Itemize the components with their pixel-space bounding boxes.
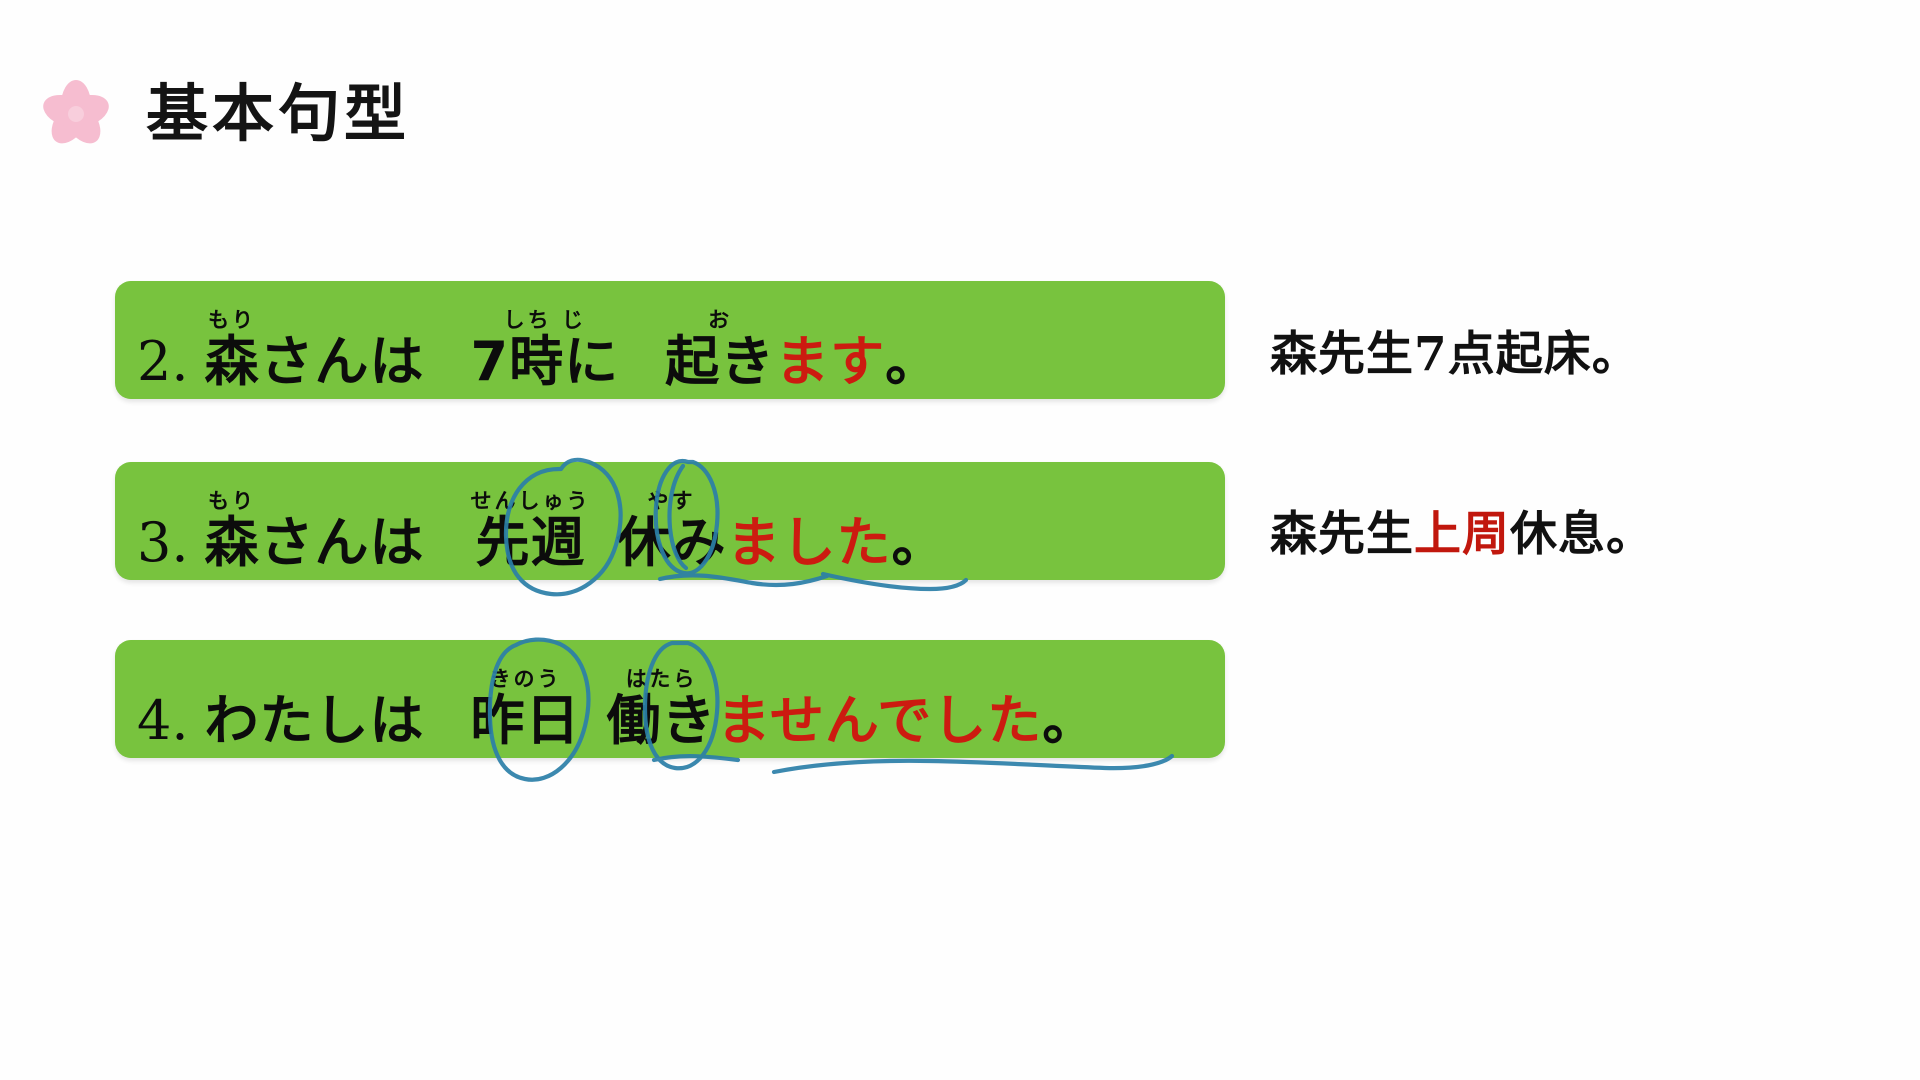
slide-header: 基本句型 [39, 77, 411, 151]
verb-stem: 起き [665, 329, 776, 393]
sentence-row: 4. わたしは きのう 昨日 はたら 働き ませんでした [115, 640, 1225, 758]
verb-stem: 休み [616, 510, 727, 574]
sentence-segment: ます [775, 307, 885, 391]
verb-stem: 働き [606, 688, 717, 752]
sentence-segment: もり 森 [205, 307, 260, 391]
sentence-number: 3. [137, 511, 189, 574]
period-mark: 。 [885, 329, 941, 393]
time-base: 7時に [470, 329, 620, 393]
kana-base: さんは [259, 510, 425, 574]
verb-ending-highlight: ます [775, 329, 886, 393]
translation-text: 森先生7点起床。 [1270, 327, 1640, 382]
sentence-segment: もり 森 [205, 488, 260, 572]
kanji-base: 森 [204, 510, 260, 574]
translation-text: 休息。 [1510, 507, 1654, 562]
translation-line: 森先生上周休息。 [1270, 495, 1654, 564]
furigana: はたら [625, 666, 698, 691]
kana-base: さんは [259, 329, 425, 393]
sentence-segment: さんは [260, 488, 425, 572]
translation-text: 森先生 [1270, 507, 1414, 562]
sentence-segment: しち じ 7時に [471, 307, 620, 391]
furigana: きのう [489, 666, 562, 691]
sentence-segment-circled: きのう 昨日 [471, 666, 581, 750]
furigana: やす [647, 488, 696, 513]
furigana: お [708, 307, 733, 332]
sentence-row: 2. もり 森 さんは しち じ 7時に お 起き [115, 281, 1225, 399]
sentence-segment: ませんでした [717, 666, 1043, 750]
sentence-number: 2. [137, 330, 189, 393]
translation-highlight: 上周 [1414, 507, 1510, 562]
period-mark: 。 [1042, 688, 1098, 752]
sentence-segment: 。 [885, 307, 940, 391]
verb-ending-highlight: ませんでした [716, 688, 1043, 752]
sentence-segment: ました [727, 488, 892, 572]
sentence-segment: 。 [1042, 666, 1097, 750]
sentence-segment-circled: せんしゅう 先週 [471, 488, 591, 572]
furigana: もり [208, 488, 257, 513]
sentence-number: 4. [137, 689, 189, 752]
period-mark: 。 [891, 510, 947, 574]
furigana: せんしゅう [470, 488, 591, 513]
sakura-flower-icon [39, 78, 113, 151]
furigana: もり [208, 307, 257, 332]
page-title: 基本句型 [146, 77, 411, 150]
time-base: 昨日 [470, 688, 581, 752]
sentence-segment: わたしは [205, 666, 425, 750]
kanji-base: 森 [204, 329, 260, 393]
kana-base: わたしは [204, 688, 425, 752]
sentence-row: 3. もり 森 さんは せんしゅう 先週 やす 休み [115, 462, 1225, 580]
sentence-segment-circled: はたら 働き [607, 666, 717, 750]
time-base: 先週 [475, 510, 586, 574]
translation-line: 森先生7点起床。 [1270, 315, 1640, 384]
sentence-segment-circled: やす 休み [617, 488, 727, 572]
sentence-segment: 。 [892, 488, 947, 572]
verb-ending-highlight: ました [726, 510, 892, 574]
sentence-segment: さんは [260, 307, 425, 391]
furigana: しち じ [503, 307, 586, 332]
sentence-segment: お 起き [665, 307, 775, 391]
